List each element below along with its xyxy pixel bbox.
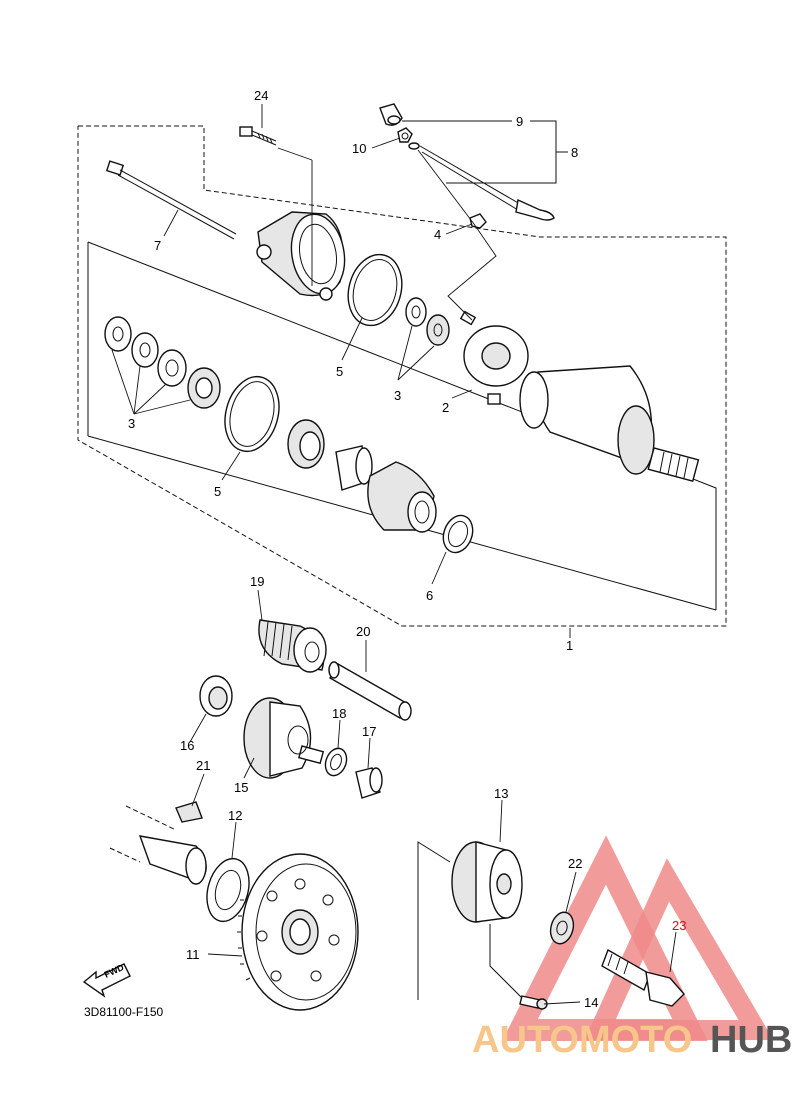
callout-15: 15 [234, 780, 248, 795]
svg-text:AUTOMOTO: AUTOMOTO [472, 1019, 692, 1061]
front-cover [367, 461, 437, 533]
callout-3-upper: 3 [394, 388, 401, 403]
starter-wheel-gear-11 [237, 853, 359, 1011]
callout-5-lower: 5 [214, 484, 221, 499]
woodruff-key-21 [175, 801, 203, 823]
needle-bearing-17 [355, 767, 383, 799]
callout-4: 4 [434, 227, 441, 242]
washer-18 [324, 747, 348, 777]
washer-22 [549, 911, 575, 945]
callout-9: 9 [516, 114, 523, 129]
washer-3-upper [405, 297, 450, 346]
nut-10 [397, 127, 413, 143]
callout-17: 17 [362, 724, 376, 739]
callout-3-lower: 3 [128, 416, 135, 431]
armature-yoke [519, 365, 700, 483]
callout-20: 20 [356, 624, 370, 639]
callout-11: 11 [186, 947, 200, 962]
callout-23: 23 [672, 918, 686, 933]
starter-clutch-gear-15 [243, 697, 325, 779]
o-ring-5-lower [224, 375, 280, 453]
o-ring-5-upper [347, 253, 403, 327]
brush-holder-2 [459, 310, 529, 405]
callout-21: 21 [196, 758, 210, 773]
needle-bearing [335, 445, 373, 491]
leader-lines [111, 104, 677, 1005]
washer-12 [206, 857, 250, 923]
washer-6 [442, 514, 474, 554]
callout-2: 2 [442, 400, 449, 415]
callout-10: 10 [352, 141, 366, 156]
bearing [287, 419, 325, 469]
callout-1: 1 [566, 638, 573, 653]
shaft-20 [328, 661, 412, 721]
watermark-text: AUTOMOTO HUB [472, 1019, 792, 1061]
bolt-14 [519, 995, 548, 1010]
callout-24: 24 [254, 88, 268, 103]
callout-18: 18 [332, 706, 346, 721]
through-bolt-7 [105, 160, 237, 240]
fwd-arrow-icon: FWD [82, 962, 131, 998]
washer-3-lower-group [104, 316, 221, 409]
callout-13: 13 [494, 786, 508, 801]
one-way-clutch-13 [451, 841, 523, 923]
terminal-cap-9 [379, 103, 403, 126]
bearing-16 [199, 675, 233, 717]
callout-12: 12 [228, 808, 242, 823]
callout-labels: 24 9 10 8 4 7 5 3 2 3 5 6 1 19 20 18 17 … [128, 88, 686, 1010]
assembly-boundary [77, 125, 727, 627]
diagram-code: 3D81100-F150 [84, 1005, 163, 1019]
rear-end-cover [256, 211, 346, 301]
svg-text:HUB: HUB [710, 1019, 792, 1061]
idler-gear-19 [258, 619, 327, 673]
bolt-23 [601, 948, 685, 1007]
watermark-logo [502, 835, 774, 1041]
callout-22: 22 [568, 856, 582, 871]
callout-5-upper: 5 [336, 364, 343, 379]
callout-7: 7 [154, 238, 161, 253]
nut-4 [469, 213, 487, 229]
lead-wire-8 [408, 142, 555, 221]
bolt-24 [239, 126, 277, 146]
callout-19: 19 [250, 574, 264, 589]
callout-8: 8 [571, 145, 578, 160]
callout-6: 6 [426, 588, 433, 603]
callout-14: 14 [584, 995, 598, 1010]
crankshaft-end [109, 805, 207, 885]
clutch-reference-line [417, 841, 451, 1000]
callout-16: 16 [180, 738, 194, 753]
